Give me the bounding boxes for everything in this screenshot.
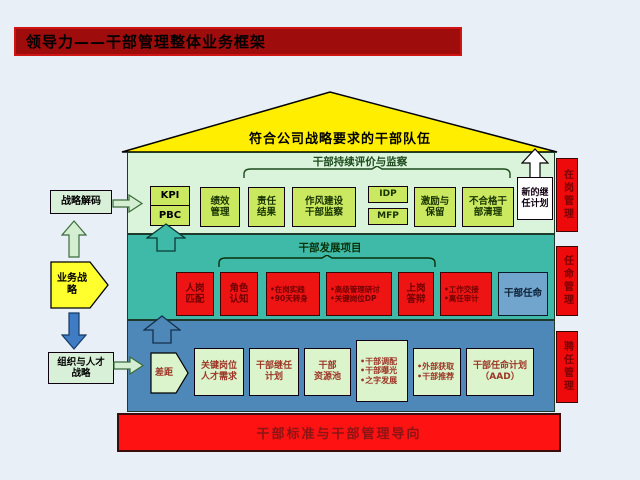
role-cognition-box: 角色认知 bbox=[220, 272, 258, 316]
unqualified-box: 不合格干部清理 bbox=[462, 187, 514, 227]
org-talent-strategy-box: 组织与人才 战略 bbox=[48, 352, 114, 384]
slide-title: 领导力——干部管理整体业务框架 bbox=[14, 27, 462, 56]
cadre-appointment-box: 干部任命 bbox=[498, 272, 548, 316]
succession-up-arrow bbox=[521, 148, 549, 179]
gap-label: 差距 bbox=[154, 367, 173, 378]
succession-plan-box: 干部继任计划 bbox=[249, 348, 299, 396]
senior-seminar-box: •高级管理研讨•关键岗位DP bbox=[326, 272, 392, 316]
talent-pool-box: 干部资源池 bbox=[304, 348, 351, 396]
tab-on-post-management: 在岗管理 bbox=[556, 158, 578, 232]
deployment-box: •干部调配•干部曝光•之字发展 bbox=[356, 340, 408, 402]
down-arrow bbox=[61, 312, 87, 350]
new-succession-box: 新的继任计划 bbox=[517, 177, 553, 220]
development-bracket bbox=[218, 255, 436, 267]
src-to-dev-arrow bbox=[143, 315, 181, 344]
up-arrow bbox=[61, 220, 87, 258]
handover-audit-box: •工作交接•离任审计 bbox=[440, 272, 492, 316]
post-defense-box: 上岗答辩 bbox=[398, 272, 434, 316]
appointment-plan-box: 干部任命计划（AAD） bbox=[466, 348, 534, 396]
tab-appointment-management: 任命管理 bbox=[556, 246, 578, 316]
pbc-cell: PBC bbox=[158, 209, 182, 221]
right-arrow bbox=[113, 356, 145, 375]
right-arrow bbox=[112, 194, 144, 213]
tab-engagement-management: 聘任管理 bbox=[556, 331, 578, 403]
idp-box: IDP bbox=[368, 186, 408, 203]
evaluation-bracket bbox=[243, 166, 511, 178]
development-heading: 干部发展项目 bbox=[298, 242, 362, 254]
key-positions-box: 关键岗位人才需求 bbox=[194, 348, 244, 396]
kpi-cell: KPI bbox=[151, 187, 189, 206]
evaluation-heading: 干部持续评价与监察 bbox=[312, 156, 408, 168]
business-strategy-pentagon bbox=[50, 261, 109, 309]
dev-to-eval-arrow bbox=[146, 223, 186, 252]
kpi-pbc-box: KPI PBC bbox=[150, 186, 190, 226]
responsibility-box: 责任结果 bbox=[248, 187, 285, 227]
strategy-decode-box: 战略解码 bbox=[50, 190, 112, 214]
mfp-box: MFP bbox=[368, 208, 408, 225]
person-post-fit-box: 人岗匹配 bbox=[176, 272, 214, 316]
foundation-bar: 干部标准与干部管理导向 bbox=[117, 413, 561, 452]
conduct-box: 作风建设干部监察 bbox=[292, 187, 356, 227]
on-job-practice-box: •在岗实践•90天转身 bbox=[266, 272, 320, 316]
external-acquisition-box: •外部获取•干部推荐 bbox=[413, 348, 461, 396]
performance-box: 绩效管理 bbox=[200, 187, 240, 227]
gap-pentagon bbox=[150, 352, 189, 394]
roof-label: 符合公司战略要求的干部队伍 bbox=[248, 132, 431, 147]
incentive-box: 激励与保留 bbox=[414, 187, 456, 227]
business-strategy-label: 业务战 略 bbox=[57, 273, 87, 296]
